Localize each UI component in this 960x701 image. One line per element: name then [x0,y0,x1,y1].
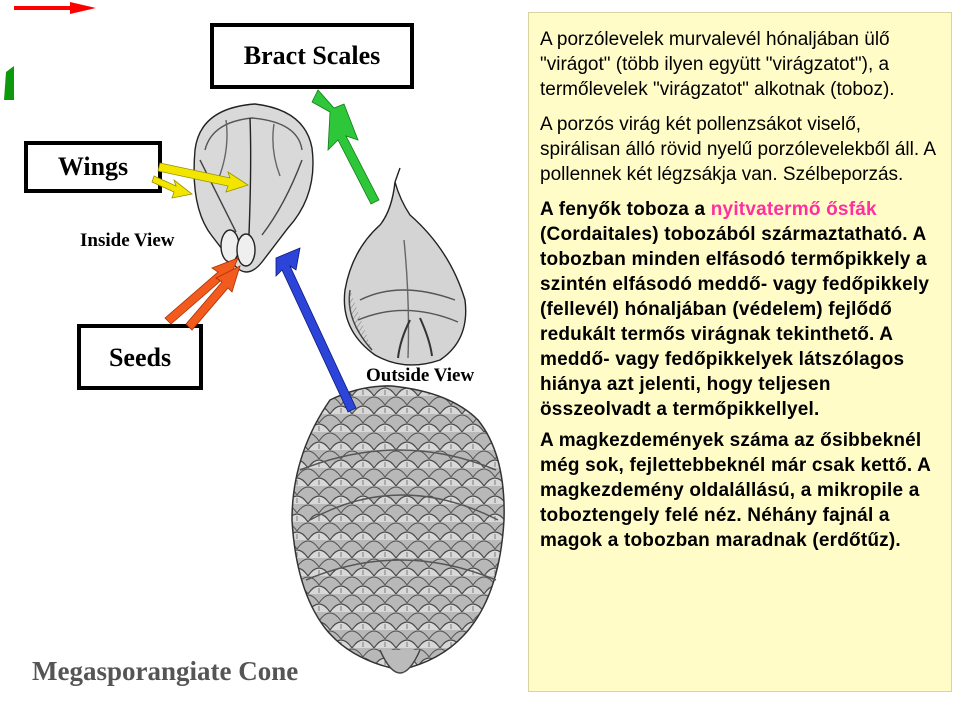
wings-label: Wings [58,152,128,181]
cone-diagram: Bract Scales Wings Inside View Seeds Out… [4,2,505,686]
outside-view-scale [343,167,467,366]
corner-green-arrow [4,66,14,100]
paragraph-pollen: A porzós virág két pollenzsákot viselő, … [540,114,936,185]
text-panel: A porzólevelek murvalevél hónaljában ülő… [528,12,952,692]
seeds-label-box: Seeds [77,324,203,390]
megasporangiate-cone [291,385,505,674]
paragraph-strobilus: A porzólevelek murvalevél hónaljában ülő… [540,29,895,100]
bract-arrow [311,89,380,205]
paragraph-ovules: A magkezdemények száma az ősibbeknél még… [540,430,931,551]
outside-view-arrow [275,247,357,413]
paragraph-cordaitales: A fenyők toboza a nyitvatermő ősfák (Cor… [540,197,941,422]
nyitvatermo-osfak-highlight: nyitvatermő ősfák [710,199,877,220]
inside-view-label: Inside View [80,230,175,251]
bract-scales-label-box: Bract Scales [210,23,414,89]
corner-red-arrow [14,2,96,14]
cone-illustration: Bract Scales Wings Inside View Seeds Out… [4,2,505,686]
cordaitales-text-before: A fenyők toboza a [540,199,711,220]
outside-view-label: Outside View [366,365,474,386]
bract-scales-label: Bract Scales [244,41,380,70]
wings-arrows [151,162,249,199]
cordaitales-text-after: (Cordaitales) tobozából származtatható. … [540,224,930,420]
inside-view-scale [193,103,314,273]
seeds-arrows [164,257,241,331]
cone-caption: Megasporangiate Cone [32,656,298,686]
seeds-label: Seeds [109,343,171,372]
wings-label-box: Wings [24,141,162,193]
